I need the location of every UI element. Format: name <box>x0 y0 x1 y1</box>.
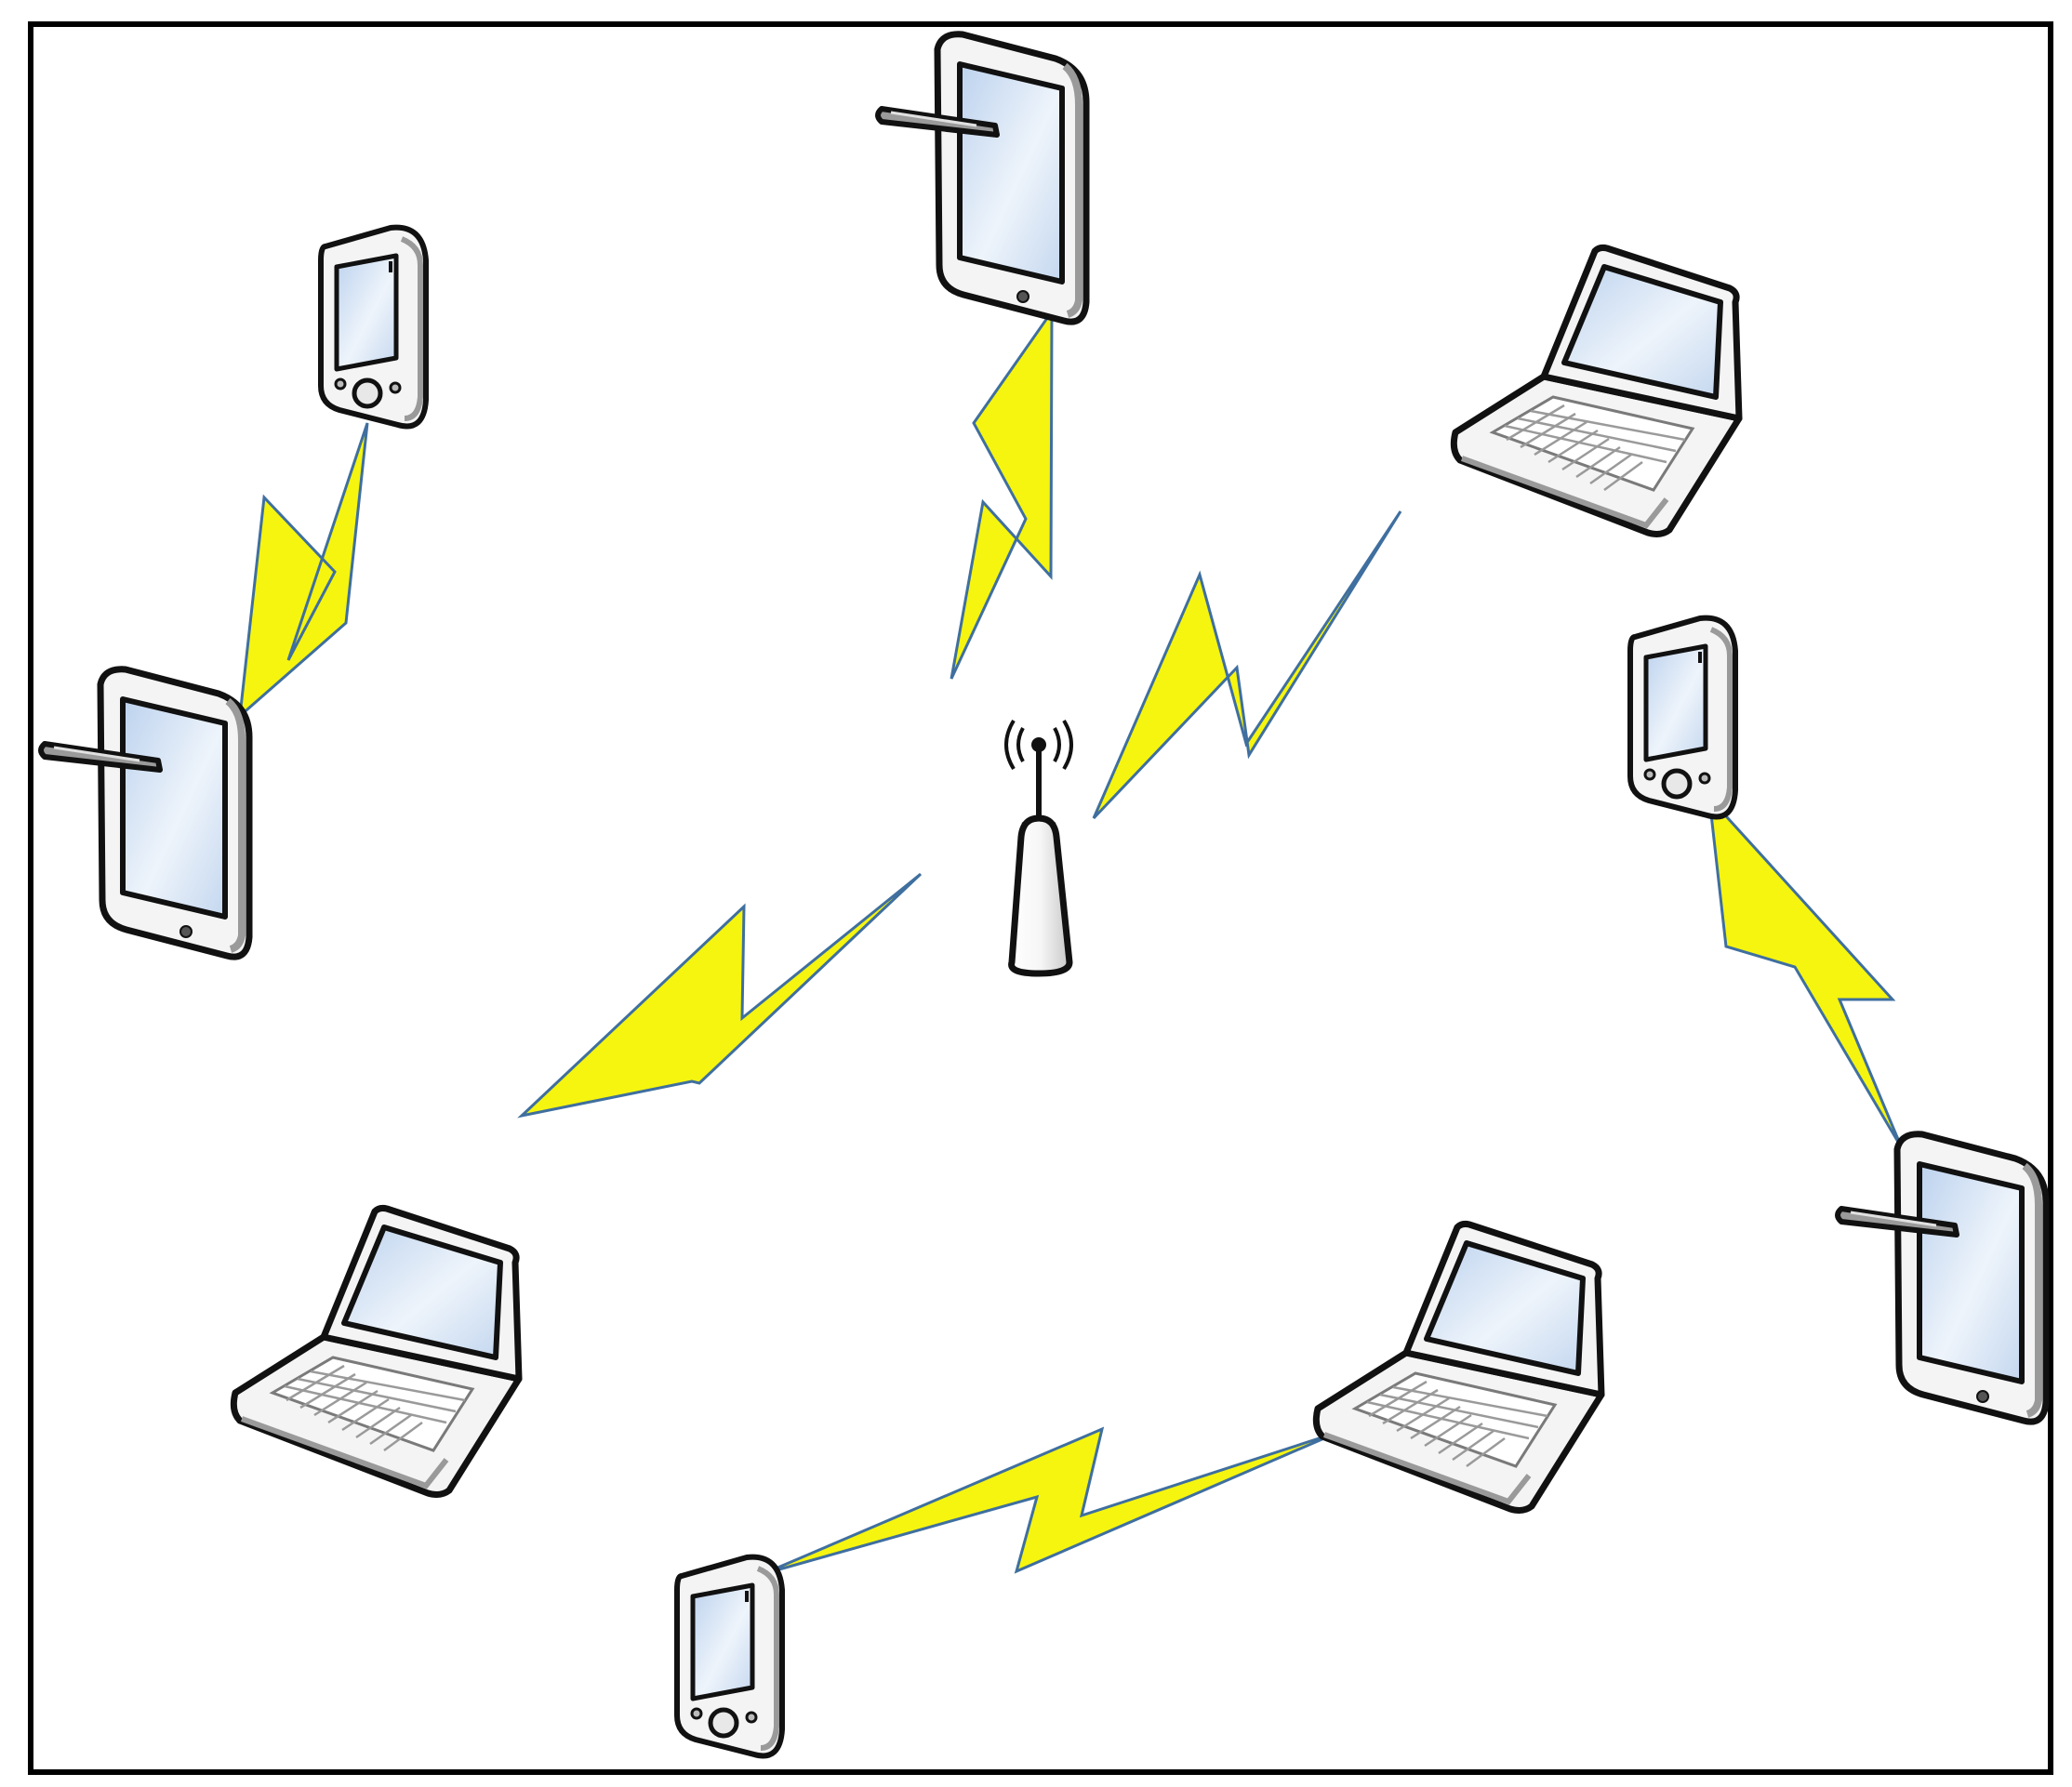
pda-icon <box>321 228 426 427</box>
wireless-link-bolt <box>517 872 923 1119</box>
wireless-link-bolt <box>1092 510 1402 820</box>
wireless-link-bolt <box>238 422 369 720</box>
wireless-links <box>238 307 1904 1576</box>
pda-icon <box>677 1557 782 1756</box>
pda-icon <box>1630 618 1735 817</box>
wireless-link-bolt <box>950 307 1054 680</box>
